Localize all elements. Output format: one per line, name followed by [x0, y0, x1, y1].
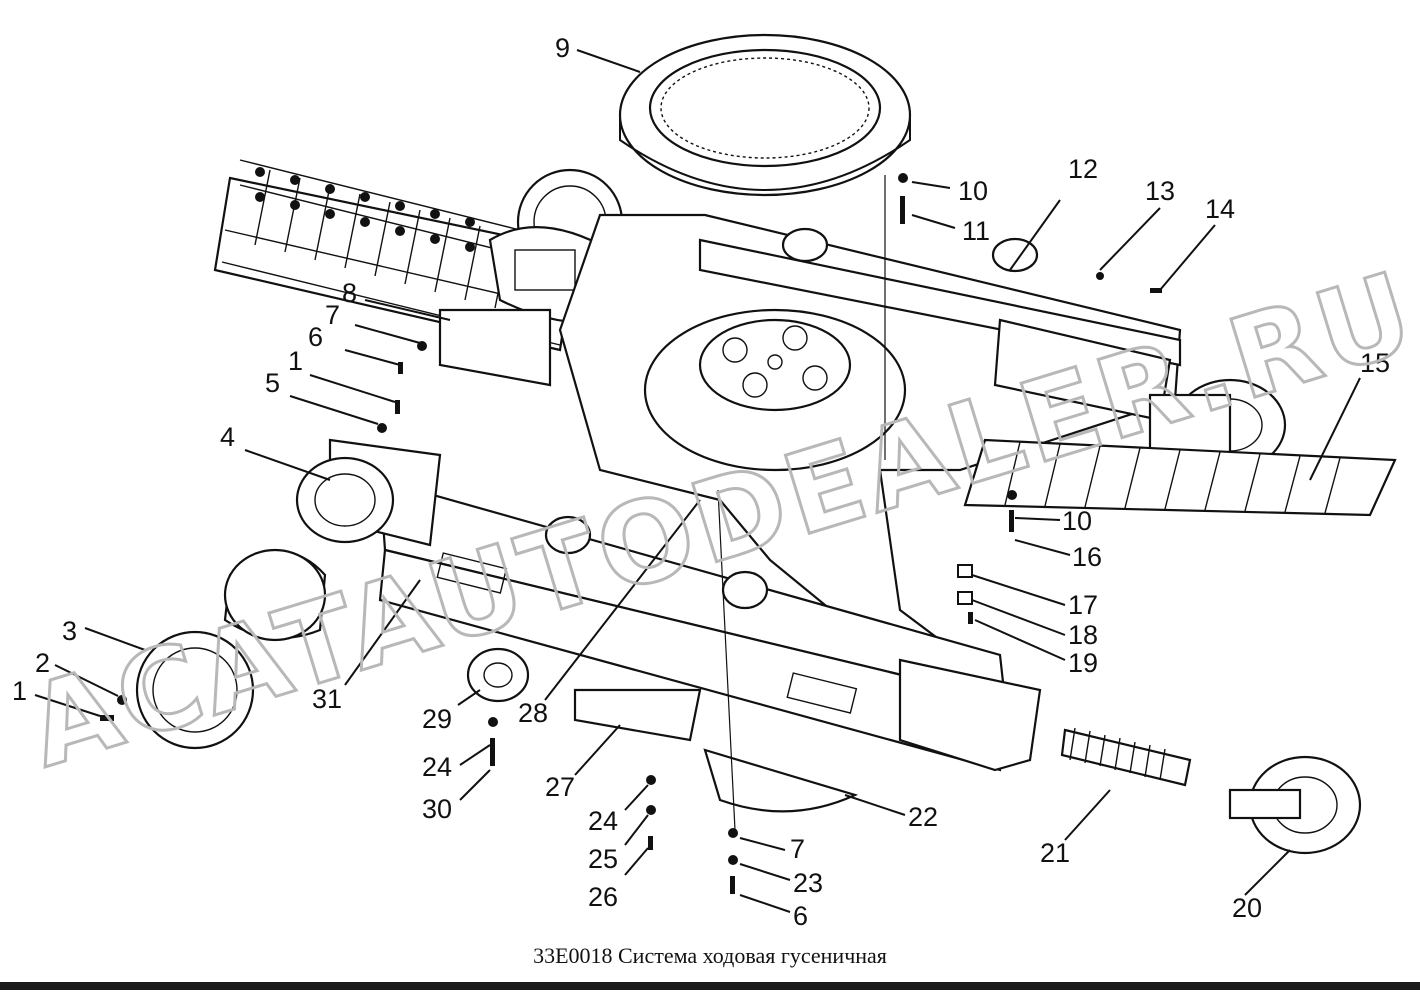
callout-20: 20	[1232, 893, 1262, 923]
callout-11: 11	[962, 216, 990, 246]
guard-bracket	[573, 688, 702, 742]
upper-track-chain-front	[963, 438, 1397, 517]
callout-5: 5	[265, 368, 280, 398]
travel-motor	[223, 456, 395, 642]
callout-7-lower: 7	[790, 834, 805, 864]
slewing-ring	[618, 33, 912, 197]
callout-22: 22	[908, 802, 938, 832]
front-idler	[1228, 755, 1362, 855]
callout-26: 26	[588, 882, 618, 912]
leader-lines	[34, 49, 1361, 913]
callout-28: 28	[518, 698, 548, 728]
callout-31: 31	[312, 684, 342, 714]
callout-23: 23	[793, 868, 823, 898]
callout-1-lower: 1	[12, 676, 27, 706]
upper-idler	[1148, 378, 1287, 472]
callout-16: 16	[1072, 542, 1102, 572]
callout-labels: 9 10 11 12 13 14 15 8 7 6 1 5 4 3 2 1 10…	[12, 33, 1390, 931]
diagram-caption: 33E0018 Система ходовая гусеничная	[533, 943, 887, 968]
callout-6-upper: 6	[308, 322, 323, 352]
fasteners	[100, 173, 1162, 894]
callout-18: 18	[1068, 620, 1098, 650]
callout-7-upper: 7	[325, 300, 340, 330]
track-roller	[466, 647, 530, 703]
bottom-border	[0, 982, 1420, 990]
callout-24-left: 24	[422, 752, 452, 782]
callout-19: 19	[1068, 648, 1098, 678]
callout-29: 29	[422, 704, 452, 734]
callout-14: 14	[1205, 194, 1235, 224]
callout-1-upper: 1	[288, 346, 303, 376]
callout-8: 8	[342, 278, 357, 308]
callout-2: 2	[35, 648, 50, 678]
callout-3: 3	[62, 616, 77, 646]
upper-side-frame	[698, 238, 1182, 422]
rear-track-chain	[213, 159, 577, 352]
callout-12: 12	[1068, 154, 1098, 184]
lower-carrier-rollers	[544, 515, 769, 610]
cover-plate-22	[703, 748, 859, 813]
callout-27: 27	[545, 772, 575, 802]
callout-4: 4	[220, 422, 235, 452]
callout-6-lower: 6	[793, 901, 808, 931]
callout-10-top: 10	[958, 176, 988, 206]
callout-21: 21	[1040, 838, 1070, 868]
callout-9: 9	[555, 33, 570, 63]
callout-24-right: 24	[588, 806, 618, 836]
callout-17: 17	[1068, 590, 1098, 620]
callout-30: 30	[422, 794, 452, 824]
callout-15: 15	[1360, 348, 1390, 378]
callout-10-lower: 10	[1062, 506, 1092, 536]
cover-plate-8	[438, 308, 552, 387]
callout-13: 13	[1145, 176, 1175, 206]
recoil-spring	[1060, 727, 1192, 787]
callout-25: 25	[588, 844, 618, 874]
drive-sprocket	[135, 630, 255, 750]
